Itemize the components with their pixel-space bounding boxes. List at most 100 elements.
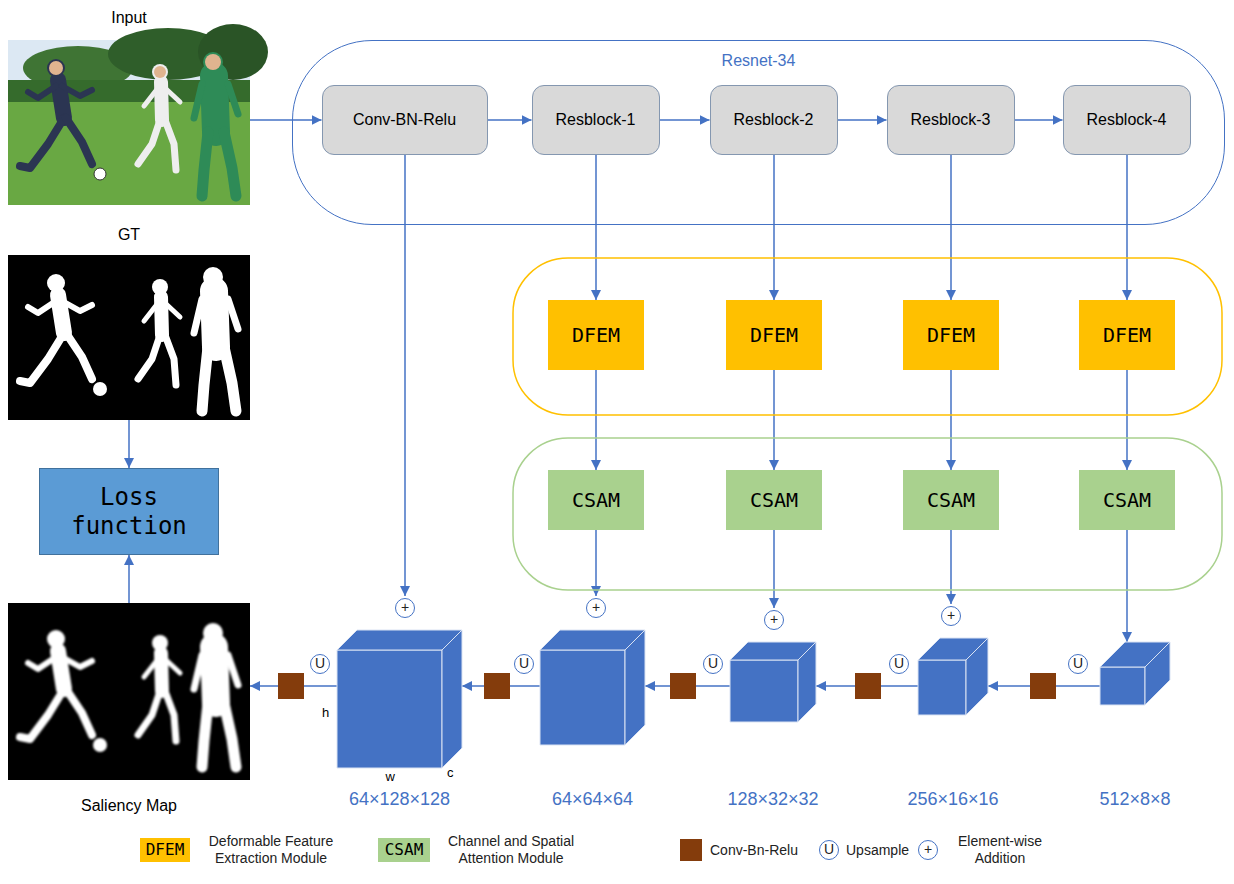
cube-shape	[1100, 642, 1170, 705]
feature-cube: 512×8×8	[1100, 642, 1170, 815]
drawing-part	[194, 52, 238, 196]
operator-symbol: +	[395, 598, 415, 618]
legend-text: Element-wise Addition	[944, 833, 1056, 867]
box-label: Resblock-1	[555, 110, 635, 129]
feature-cube: 256×16×16	[918, 604, 988, 815]
cube-face	[337, 630, 462, 650]
arrow-connector	[1126, 530, 1128, 642]
conv-bn-relu-block	[670, 673, 696, 699]
drawing-part	[94, 168, 106, 180]
drawing-part	[8, 255, 250, 420]
arrow-connector	[773, 370, 775, 470]
arrow-connector	[595, 155, 597, 301]
conv-bn-relu-block	[1030, 673, 1056, 699]
conv-bn-relu-block	[484, 673, 510, 699]
dfem-box: DFEM	[548, 300, 644, 370]
resblock-box: Resblock-2	[710, 85, 838, 155]
csam-band	[513, 438, 1222, 590]
arrow-connector	[128, 555, 130, 603]
feature-cube: 64×64×64	[540, 596, 645, 815]
resblock-box: Resblock-3	[887, 85, 1015, 155]
arrow-connector	[950, 155, 952, 301]
box-label: CSAM	[927, 488, 975, 512]
axis-label: c	[447, 765, 454, 780]
drawing-part	[20, 623, 238, 767]
box-label: Resblock-3	[910, 110, 990, 129]
cube-face	[442, 630, 462, 768]
connectors	[129, 120, 1127, 686]
swatch-label: DFEM	[146, 840, 185, 859]
dimension-label: 64×128×128	[349, 788, 450, 810]
box-label: DFEM	[927, 323, 975, 347]
backbone-band: Conv-BN-Relu Resblock-1 Resblock-2 Resblock…	[292, 40, 1225, 225]
operator-symbol: U	[889, 654, 909, 674]
legend-text: Channel and Spatial Attention Module	[436, 833, 586, 867]
feature-cube: hwc64×128×128	[337, 596, 462, 815]
cube-face	[1145, 642, 1170, 705]
dfem-band	[513, 258, 1222, 415]
drawing-part	[20, 267, 238, 411]
arrow-connector	[595, 530, 597, 596]
axis-label: w	[386, 769, 395, 784]
operator-symbol: U	[703, 654, 723, 674]
box-label: Loss function	[50, 483, 208, 541]
arrow-connector	[128, 420, 130, 468]
box-label: DFEM	[572, 323, 620, 347]
dfem-box: DFEM	[903, 300, 999, 370]
drawing-part	[93, 738, 107, 752]
arrow-connector	[773, 530, 775, 608]
ground-truth-mask	[8, 255, 250, 420]
operator-symbol: U	[514, 654, 534, 674]
arrow-connector	[950, 530, 952, 604]
box-label: Conv-BN-Relu	[353, 110, 456, 129]
operator-symbol: +	[764, 610, 784, 630]
box-label: Resblock-4	[1086, 110, 1166, 129]
dimension-label: 64×64×64	[552, 788, 633, 810]
csam-box: CSAM	[548, 470, 644, 530]
csam-box: CSAM	[1079, 470, 1175, 530]
cube-face	[730, 660, 798, 722]
operator-symbol: U	[310, 654, 330, 674]
saliency-map-output	[8, 603, 250, 780]
cube-face	[918, 660, 966, 715]
legend-text: Upsample	[846, 842, 909, 859]
ground-truth-image: GT	[8, 225, 250, 420]
resblock-box: Resblock-4	[1063, 85, 1191, 155]
drawing-part	[20, 59, 92, 168]
drawing-part	[20, 274, 92, 383]
swatch-label: CSAM	[385, 840, 424, 859]
box-label: CSAM	[572, 488, 620, 512]
axis-label: h	[322, 705, 329, 720]
group-title: Resnet-34	[293, 51, 1224, 70]
box-label: DFEM	[1103, 323, 1151, 347]
resblock-box: Resblock-1	[532, 85, 660, 155]
drawing-part	[138, 64, 180, 170]
arrow-connector	[773, 155, 775, 301]
legend-swatch	[680, 839, 702, 861]
csam-box: CSAM	[903, 470, 999, 530]
arrow-connector	[950, 370, 952, 470]
drawing-part	[93, 382, 107, 396]
feature-cube: 128×32×32	[730, 608, 816, 815]
image-caption: Input	[111, 8, 147, 27]
operator-symbol: +	[586, 598, 606, 618]
drawing-part	[138, 279, 180, 385]
cube-shape	[918, 638, 988, 715]
drawing-part	[138, 635, 180, 741]
cube-shape	[337, 630, 462, 768]
operator-symbol: +	[941, 606, 961, 626]
dimension-label: 512×8×8	[1099, 788, 1170, 810]
arrow-connector	[1126, 155, 1128, 301]
image-caption: GT	[118, 225, 140, 244]
dimension-label: 128×32×32	[727, 788, 818, 810]
input-image: Input	[8, 8, 250, 205]
drawing-part	[8, 603, 250, 780]
cube-face	[966, 638, 988, 715]
operator-symbol: +	[918, 840, 938, 860]
box-label: Resblock-2	[733, 110, 813, 129]
drawing-part	[49, 61, 63, 75]
arrow-connector	[404, 155, 406, 597]
arrow-connector	[595, 370, 597, 470]
image-caption: Saliency Map	[81, 796, 177, 815]
cube-face	[798, 642, 816, 722]
